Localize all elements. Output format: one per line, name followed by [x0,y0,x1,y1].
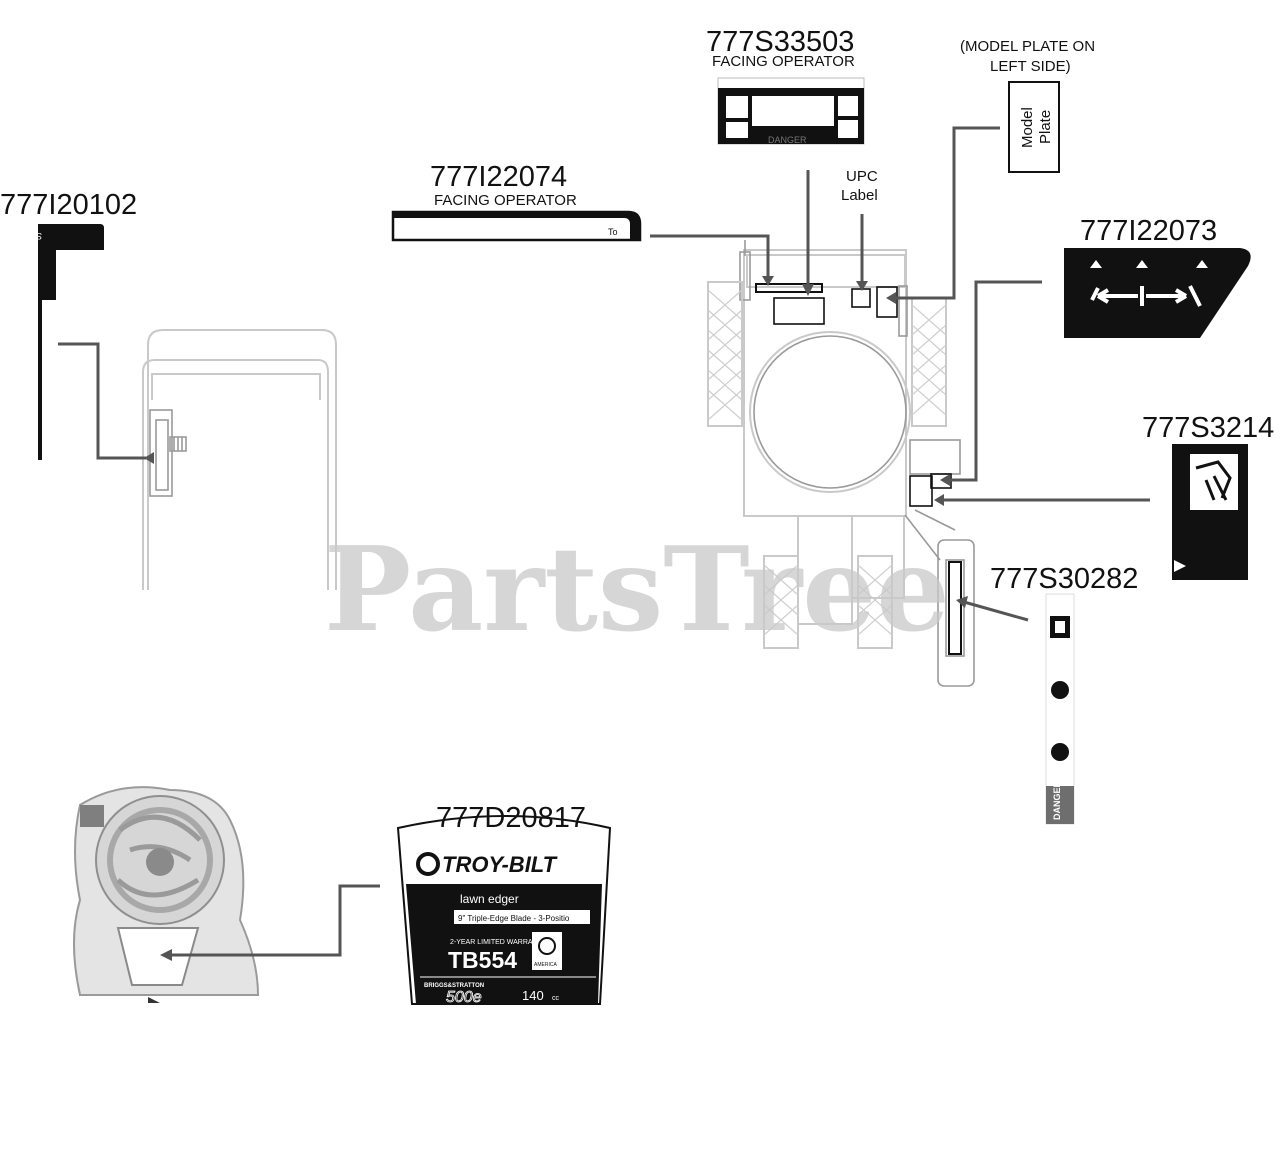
decal-777I20102 [38,224,104,460]
leader-777I22074 [650,234,770,280]
engine-series-text: 500e [446,989,482,1006]
decal-text-777I22074: To [608,227,618,237]
wheel-right-rear [911,297,947,427]
label-777I22073: 777I22073 [940,215,1251,486]
leader-777I20102 [58,342,146,460]
part-number-777S33503: 777S33503 [706,26,854,58]
label-777I22074: 777I22074 FACING OPERATOR To [391,161,774,286]
wheel-right-front [857,555,893,649]
engine-brand-text: BRIGGS&STRATTON [424,983,484,989]
part-number-777S30282: 777S30282 [990,563,1138,595]
decal-text-777S30282: DANGER [1052,780,1062,820]
part-number-777S3214: 777S3214 [1142,412,1274,444]
upc-label-line1: UPC [846,168,878,185]
handle-assembly [142,329,337,590]
model-plate-callout: (MODEL PLATE ON LEFT SIDE) Model Plate [886,38,1095,304]
part-number-777I22074: 777I22074 [430,161,567,193]
troy-bilt-logo: TROY-BILT [416,852,558,877]
badge-text: AMERICA [534,962,557,968]
upc-label-callout: UPC Label [841,168,878,291]
engine-view [73,786,260,1003]
part-number-777I20102: 777I20102 [0,189,137,221]
product-text: lawn edger [460,892,519,906]
label-777S30282: 777S30282 DANGER [956,563,1138,825]
subtitle-777I22074: FACING OPERATOR [434,192,577,209]
brand-text: TROY-BILT [442,852,558,877]
label-777S3214: 777S3214 [934,412,1274,580]
part-number-777I22073: 777I22073 [1080,215,1217,247]
displacement-unit-text: cc [552,995,560,1002]
feature-text: 9" Triple-Edge Blade - 3-Positio [458,914,570,923]
model-plate-text-line1: Model [1019,107,1036,148]
model-plate-box [1008,81,1060,173]
leader-777D20817 [168,884,380,957]
decal-777S3214 [1172,444,1248,580]
leader-777I22073 [946,280,1042,482]
feature-box [454,910,590,924]
wheel-left-front [763,555,799,649]
subtitle-777S33503: FACING OPERATOR [712,53,855,70]
model-plate-note-line2: LEFT SIDE) [990,58,1071,75]
label-777D20817: 777D20817 TROY-BILT lawn edger 9" Triple… [160,802,612,1006]
decal-777I22073 [1064,248,1251,338]
decal-text-777I20102: STARTING POSITI [0,231,42,241]
watermark: PartsTree [324,522,950,658]
leader-777S30282 [963,600,1029,622]
label-777I20102: 777I20102 STARTING POSITI [0,189,154,464]
warranty-text: 2-YEAR LIMITED WARRANTY [450,939,547,946]
part-number-777D20817: 777D20817 [436,802,586,834]
wheel-left-rear [707,281,743,427]
edger-top-view [707,240,975,687]
leader-model-plate [892,126,1000,300]
decal-777S33503: DANGER [717,77,865,145]
displacement-text: 140 [522,988,544,1003]
model-plate-text-line2: Plate [1037,110,1054,144]
model-text: TB554 [448,947,517,973]
upc-label-line2: Label [841,187,878,204]
decal-text-777S33503: DANGER [768,135,807,145]
decal-777S30282: DANGER [1045,593,1075,825]
model-plate-note-line1: (MODEL PLATE ON [960,38,1095,55]
label-777S33503: 777S33503 FACING OPERATOR DANGER [706,26,865,296]
